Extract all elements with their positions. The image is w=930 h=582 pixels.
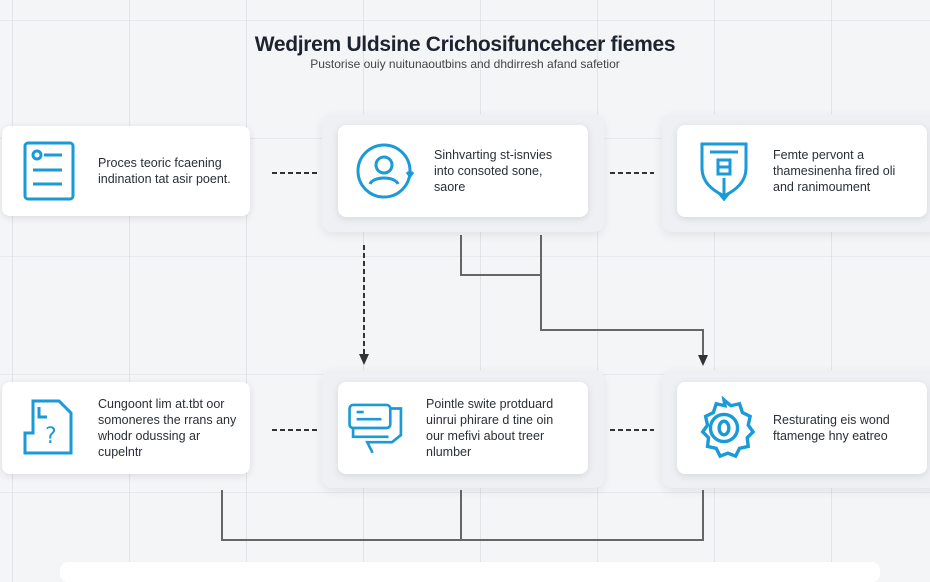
card-text: Sinhvarting st-isnvies into consoted son… — [434, 148, 553, 194]
server-stack-icon — [346, 397, 408, 459]
card-text: Cungoont lim at.tbt oor somoneres the rr… — [98, 397, 237, 459]
process-card[interactable]: Resturating eis wond ftamenge hny eatreo — [677, 382, 927, 474]
gear-badge-icon — [693, 396, 755, 459]
process-card[interactable]: Femte pervont a thamesinenha fired oli a… — [677, 125, 927, 217]
card-text: Proces teoric fcaening indination tat as… — [98, 156, 231, 186]
diagram-subtitle: Pustorise ouiy nuitunaoutbins and dhdirr… — [310, 57, 620, 71]
solid-connector — [221, 490, 704, 541]
process-card[interactable]: Sinhvarting st-isnvies into consoted son… — [338, 125, 588, 217]
card-text: Resturating eis wond ftamenge hny eatreo — [773, 413, 890, 443]
diagram-title: Wedjrem Uldsine Crichosifuncehcer fiemes — [254, 33, 676, 56]
solid-connector — [540, 275, 704, 356]
process-card[interactable]: ? Cungoont lim at.tbt oor somoneres the … — [2, 382, 250, 474]
svg-text:?: ? — [45, 424, 57, 449]
arrow-head — [359, 354, 369, 365]
shield-icon — [693, 140, 755, 202]
document-list-icon — [18, 140, 80, 202]
arrow-head — [698, 355, 708, 366]
solid-connector — [460, 235, 542, 276]
card-text: Femte pervont a thamesinenha fired oli a… — [773, 148, 896, 194]
process-card[interactable]: Proces teoric fcaening indination tat as… — [2, 126, 250, 216]
card-text: Pointle swite protduard uinrui phirare d… — [426, 397, 554, 459]
bottom-panel — [60, 562, 880, 582]
folder-question-icon: ? — [18, 397, 80, 459]
process-card[interactable]: Pointle swite protduard uinrui phirare d… — [338, 382, 588, 474]
user-circle-icon — [354, 140, 416, 202]
